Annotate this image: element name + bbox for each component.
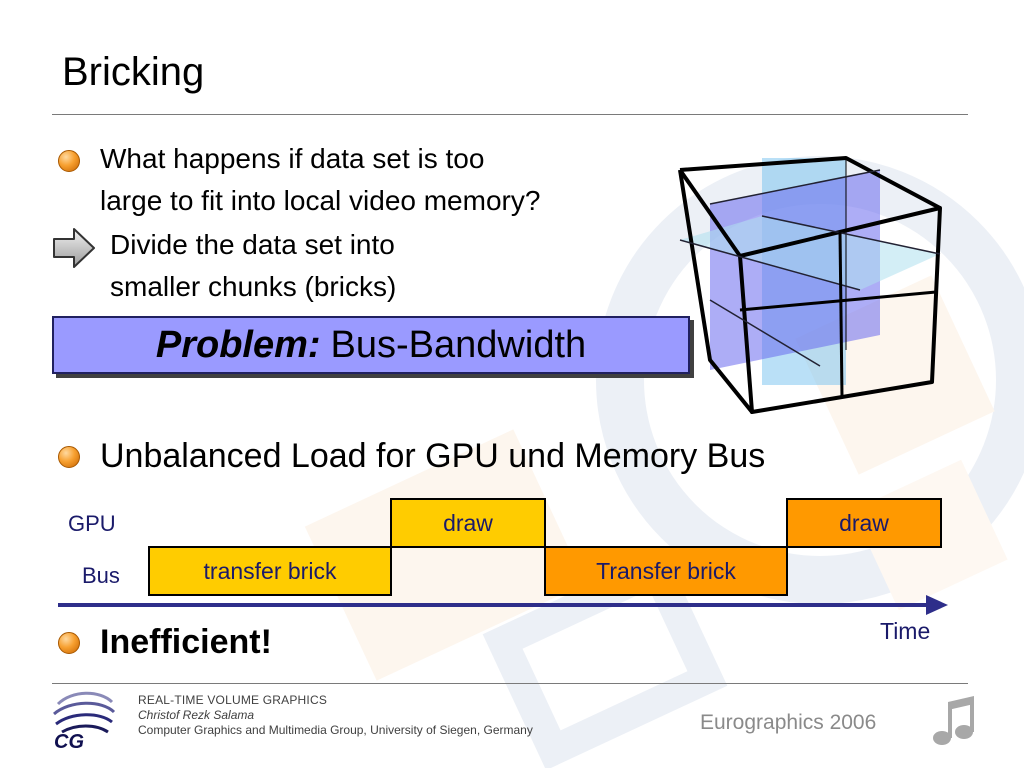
bus-lane-label: Bus	[82, 563, 120, 588]
problem-label: Problem:	[155, 323, 321, 366]
footer-info: REAL-TIME VOLUME GRAPHICS Christof Rezk …	[138, 693, 533, 738]
footer-author: Christof Rezk Salama	[138, 708, 255, 722]
gpu-block-draw: draw	[786, 498, 942, 548]
orange-ball-icon	[58, 150, 80, 172]
bullet-1-line-2: large to fit into local video memory?	[100, 185, 541, 216]
bullet-1: What happens if data set is too large to…	[100, 138, 660, 222]
bullet-3: Inefficient!	[100, 623, 272, 661]
conference-label: Eurographics 2006	[700, 711, 877, 734]
bus-block-transfer: transfer brick	[148, 546, 392, 596]
bullet-2: Unbalanced Load for GPU und Memory Bus	[100, 437, 766, 475]
gpu-lane-label: GPU	[68, 511, 116, 536]
right-arrow-icon	[53, 228, 95, 268]
orange-ball-icon	[58, 632, 80, 654]
music-note-icon	[933, 696, 974, 745]
bullet-1-line-1: What happens if data set is too	[100, 143, 485, 174]
footer-divider	[52, 683, 968, 684]
cg-logo: CG	[53, 691, 116, 752]
slide-title: Bricking	[62, 50, 205, 94]
footer-course: REAL-TIME VOLUME GRAPHICS	[138, 693, 328, 707]
sub-bullet-line-1: Divide the data set into	[110, 229, 395, 260]
title-divider	[52, 114, 968, 115]
time-axis-label: Time	[880, 618, 931, 644]
problem-text: Bus-Bandwidth	[330, 323, 587, 366]
problem-box: Problem: Bus-Bandwidth	[52, 316, 690, 374]
bricked-cube-illustration	[678, 156, 942, 414]
orange-ball-icon	[58, 446, 80, 468]
cg-logo-text: CG	[54, 731, 84, 752]
sub-bullet: Divide the data set into smaller chunks …	[110, 224, 570, 308]
sub-bullet-line-2: smaller chunks (bricks)	[110, 271, 397, 302]
gpu-block-draw: draw	[390, 498, 546, 548]
time-axis-arrow	[58, 595, 948, 615]
bus-block-transfer: Transfer brick	[544, 546, 788, 596]
footer-affiliation: Computer Graphics and Multimedia Group, …	[138, 723, 533, 737]
